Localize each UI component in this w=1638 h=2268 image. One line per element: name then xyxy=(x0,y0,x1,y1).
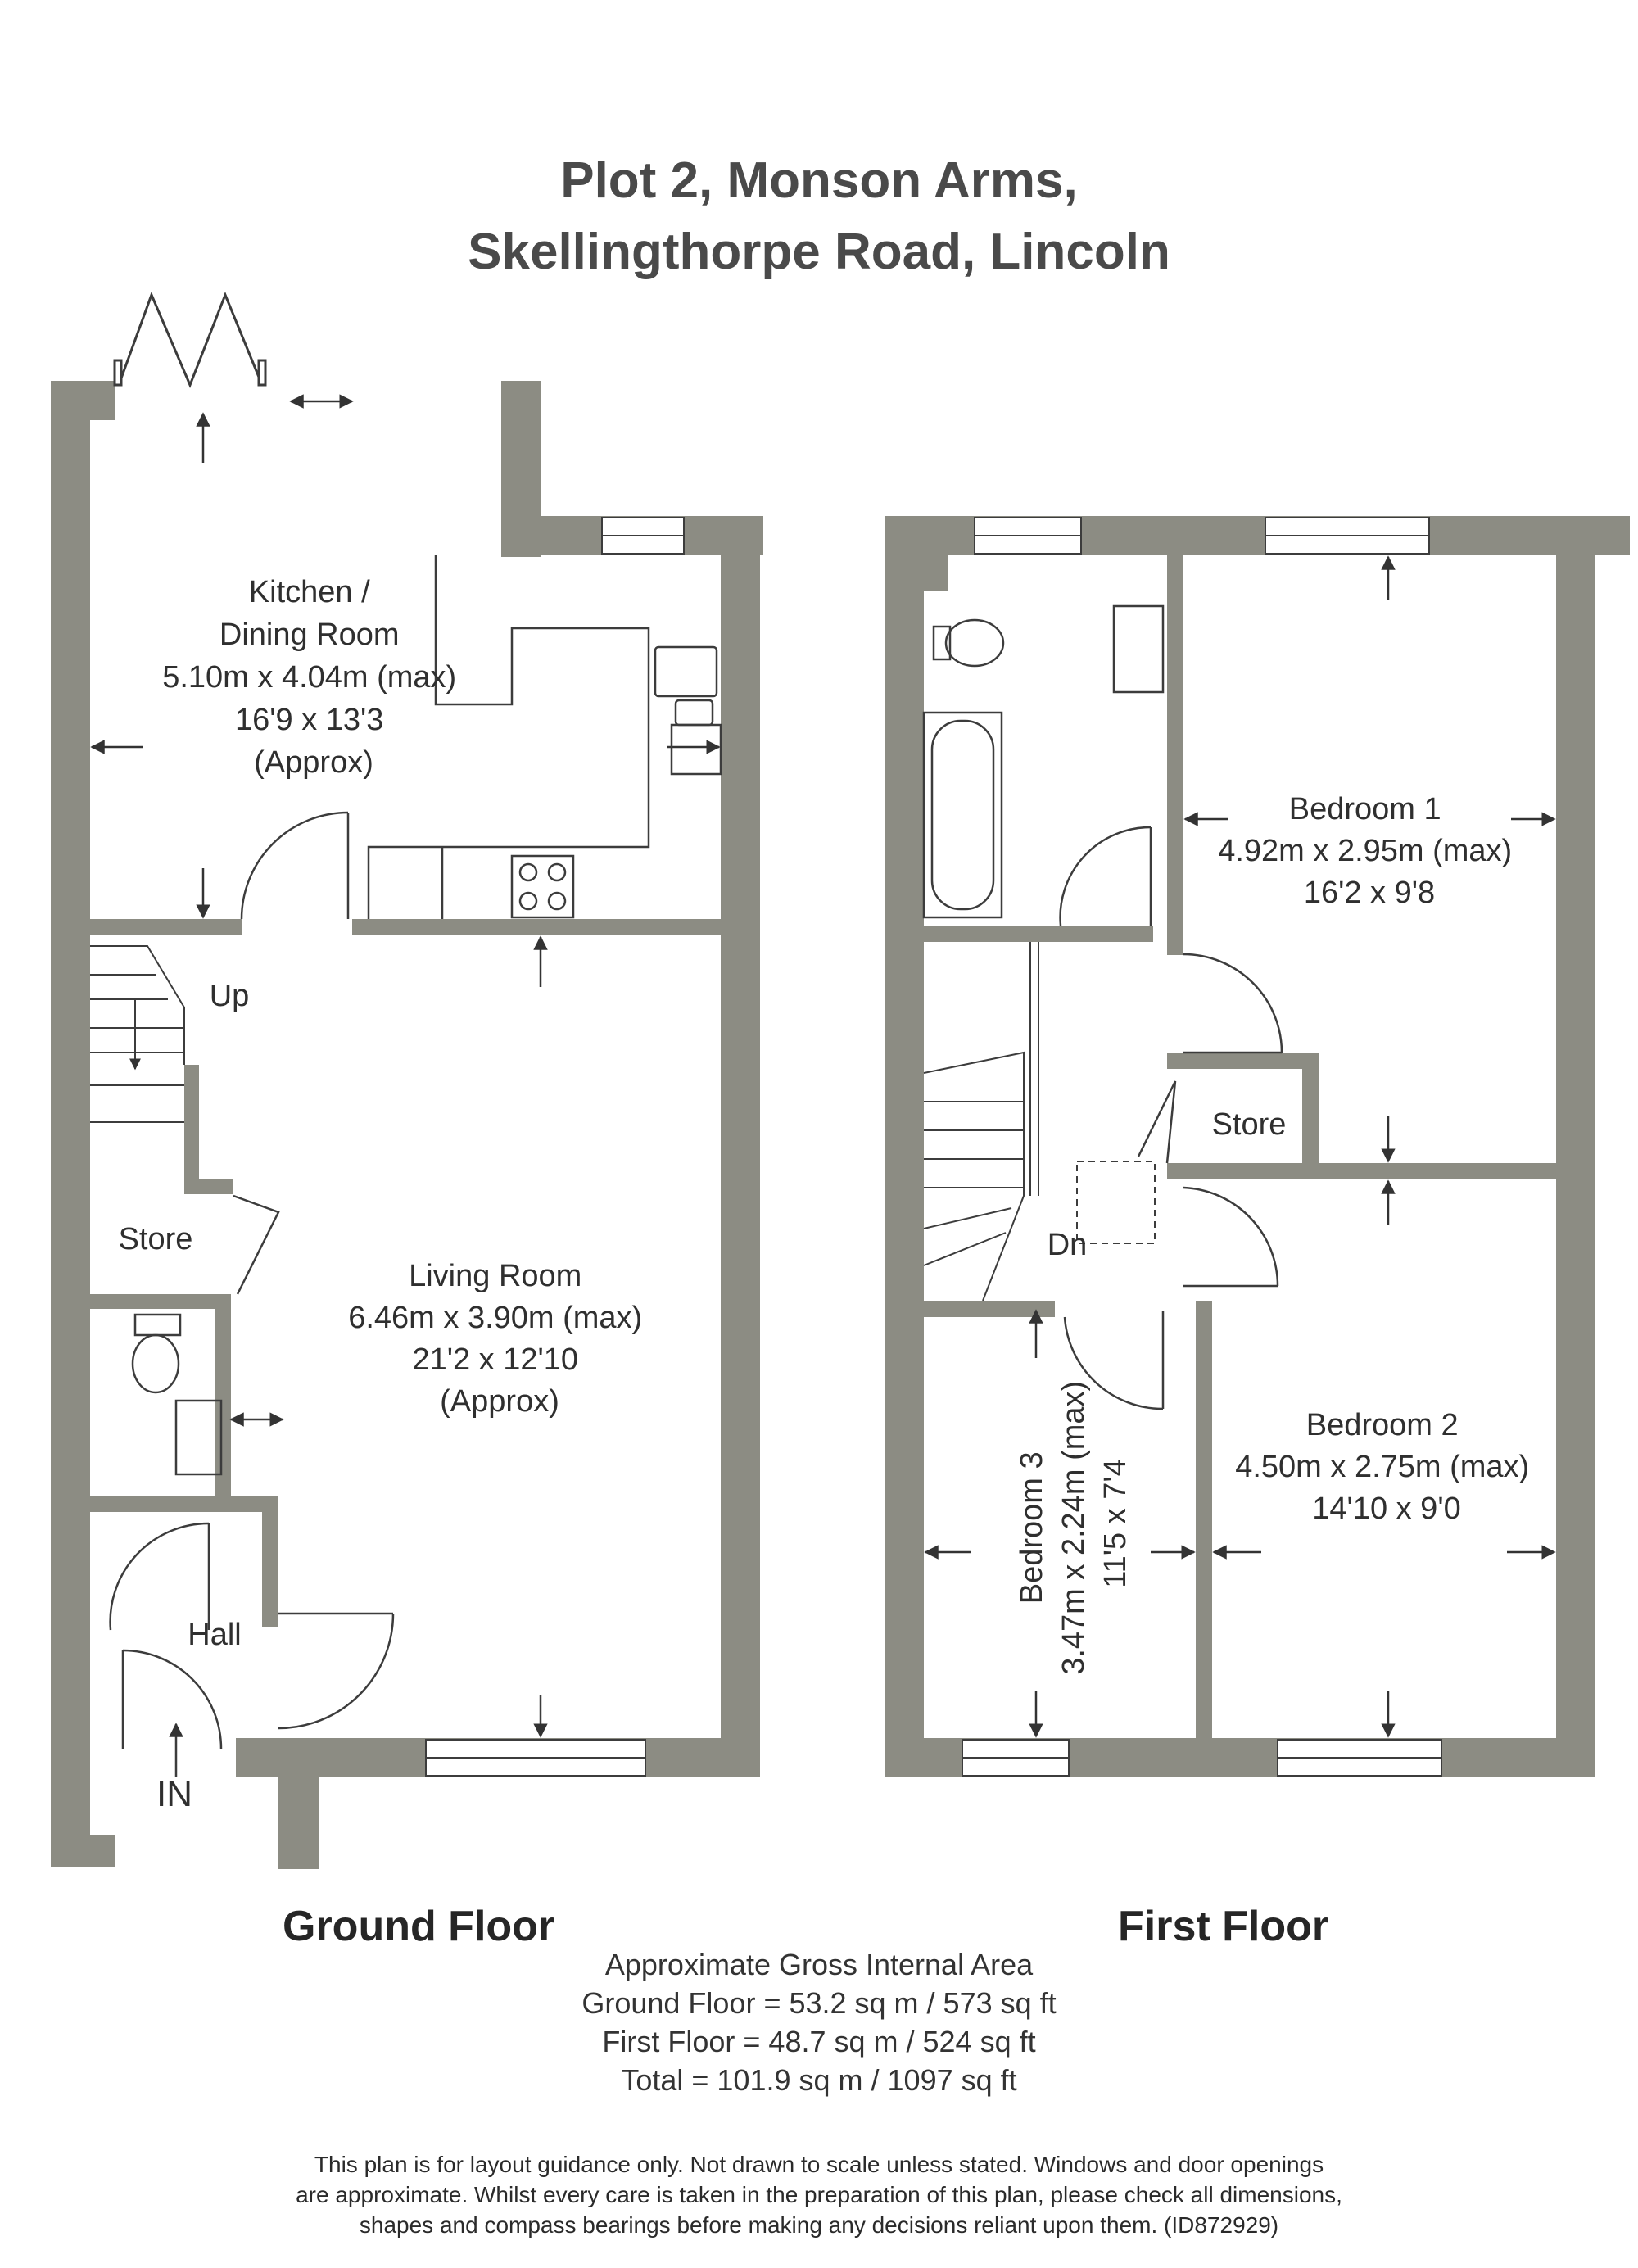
label-entrance: IN xyxy=(156,1774,192,1814)
area-heading: Approximate Gross Internal Area xyxy=(604,1948,1034,1981)
wall-left-exterior xyxy=(51,381,90,1853)
wall-kitchen-partition-right xyxy=(352,919,721,935)
wall-bed3-right xyxy=(1196,1301,1212,1743)
doors-first xyxy=(1059,826,1283,1410)
area-total: Total = 101.9 sq m / 1097 sq ft xyxy=(621,2063,1017,2097)
windows-ground xyxy=(425,517,685,1777)
wall-ff-left xyxy=(885,516,924,1777)
stairs-first xyxy=(923,942,1156,1301)
wall-store-top xyxy=(184,1179,233,1194)
stairs-ground xyxy=(90,945,185,1123)
disclaimer-line-3: shapes and compass bearings before makin… xyxy=(359,2212,1279,2238)
area-ground-floor: Ground Floor = 53.2 sq m / 573 sq ft xyxy=(581,1986,1057,2020)
wall-hall-top xyxy=(90,1496,278,1512)
wall-ff-right xyxy=(1556,516,1595,1777)
room-labels-ground: Kitchen / Dining Room 5.10m x 4.04m (max… xyxy=(119,575,651,1814)
label-kitchen: Kitchen / Dining Room 5.10m x 4.04m (max… xyxy=(162,575,465,780)
wc-fixtures xyxy=(131,1313,548,1777)
wall-store-top xyxy=(1167,1053,1319,1069)
room-labels-first: Bedroom 1 4.92m x 2.95m (max) 16'2 x 9'8… xyxy=(1015,792,1538,1675)
disclaimer-line-1: This plan is for layout guidance only. N… xyxy=(314,2152,1324,2177)
wall-bed-divider xyxy=(1167,1163,1556,1179)
wall-wc-right xyxy=(215,1294,231,1511)
wall-stair-right xyxy=(184,1065,199,1188)
plan-title-line-1: Plot 2, Monson Arms, xyxy=(560,152,1078,209)
wall-bath-corner xyxy=(924,554,948,591)
wall-porch-pier xyxy=(278,1738,319,1869)
wall-kitchen-partition-left xyxy=(90,919,242,935)
first-floor-plan xyxy=(885,516,1630,1777)
windows-first xyxy=(962,517,1442,1777)
label-bedroom-2: Bedroom 2 4.50m x 2.75m (max) 14'10 x 9'… xyxy=(1235,1408,1538,1526)
first-floor-walls xyxy=(885,516,1630,1777)
disclaimer-line-2: are approximate. Whilst every care is ta… xyxy=(296,2182,1342,2207)
ground-floor-plan xyxy=(51,291,763,1869)
label-hall: Hall xyxy=(188,1618,241,1652)
arrows-kitchen xyxy=(90,394,721,987)
wall-store-right xyxy=(1302,1057,1319,1179)
wall-bottom-left xyxy=(51,1835,115,1867)
doors-ground xyxy=(109,811,395,1750)
wall-bed3-top xyxy=(924,1301,1055,1317)
area-summary: Approximate Gross Internal Area Ground F… xyxy=(0,1945,1638,2099)
label-stairs-down: Dn xyxy=(1048,1228,1088,1262)
label-stairs-up: Up xyxy=(210,979,250,1013)
arrows-first xyxy=(924,555,1556,1738)
label-living-room: Living Room 6.46m x 3.90m (max) 21'2 x 1… xyxy=(348,1259,651,1419)
wall-top-left-return xyxy=(51,381,115,420)
label-store-ground: Store xyxy=(119,1222,193,1256)
label-bedroom-1: Bedroom 1 4.92m x 2.95m (max) 16'2 x 9'8 xyxy=(1218,792,1521,910)
area-first-floor: First Floor = 48.7 sq m / 524 sq ft xyxy=(602,2025,1036,2058)
label-bedroom-3: Bedroom 3 3.47m x 2.24m (max) 11'5 x 7'4 xyxy=(1015,1372,1133,1675)
first-floor-heading: First Floor xyxy=(1118,1903,1329,1950)
bathroom-fixtures xyxy=(922,604,1165,919)
kitchen-units xyxy=(367,555,722,919)
bifold-door xyxy=(113,291,267,388)
disclaimer: This plan is for layout guidance only. N… xyxy=(0,2149,1638,2240)
wall-bath-bottom xyxy=(924,926,1153,942)
wall-store-bottom xyxy=(90,1294,229,1309)
ground-floor-walls xyxy=(51,381,763,1869)
label-store-first: Store xyxy=(1212,1107,1287,1142)
plan-title-line-2: Skellingthorpe Road, Lincoln xyxy=(468,224,1170,280)
ground-floor-heading: Ground Floor xyxy=(283,1903,555,1950)
wall-right-exterior xyxy=(721,516,760,1777)
wall-hall-right xyxy=(262,1496,278,1627)
wall-bed1-left xyxy=(1167,554,1183,955)
